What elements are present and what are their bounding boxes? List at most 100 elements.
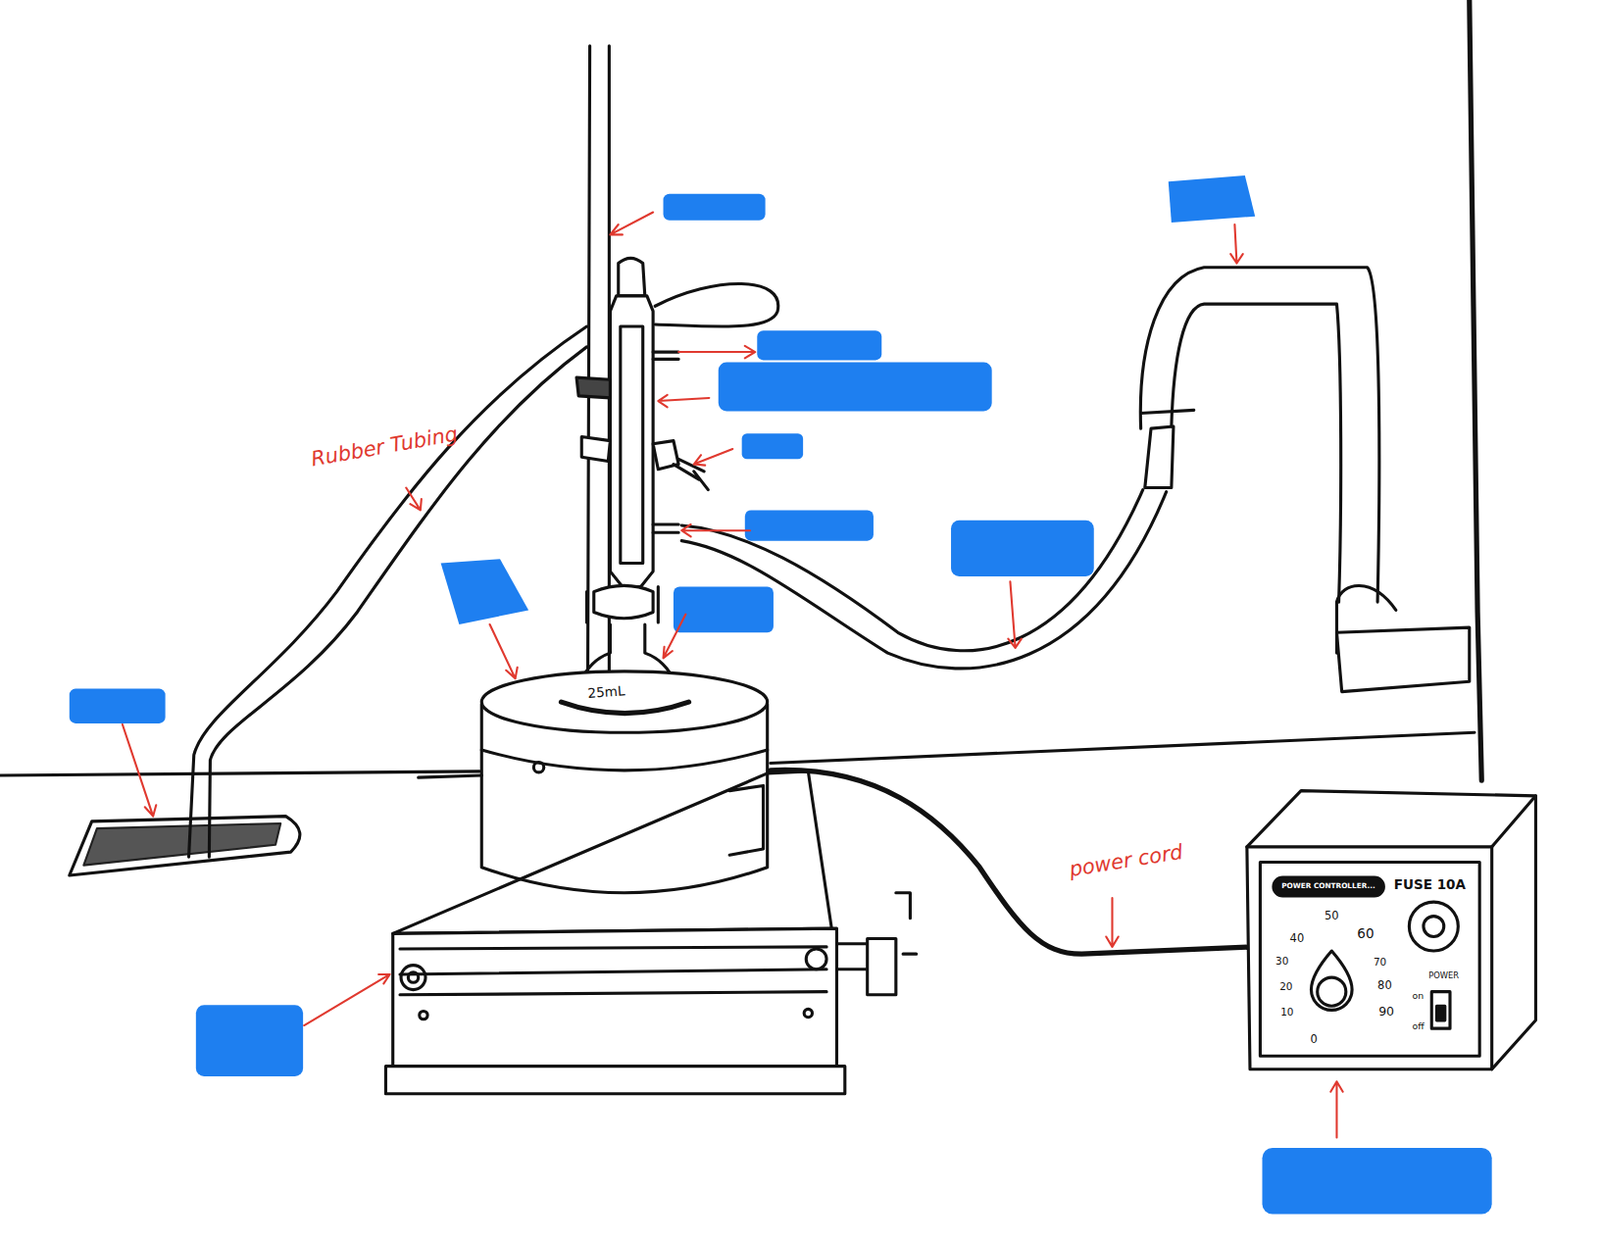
leader-arrow [122, 724, 156, 817]
redaction-box [742, 433, 803, 459]
dial-number: 40 [1290, 932, 1305, 944]
redaction-box [663, 194, 766, 221]
dial-number: 80 [1377, 979, 1393, 991]
redaction-box [69, 689, 166, 724]
part-label: power cord [1067, 841, 1185, 880]
leader-arrow [681, 524, 750, 537]
stir-plate [400, 965, 426, 991]
power-cord [770, 769, 1255, 954]
leader-arrow [1105, 898, 1118, 948]
flask [586, 586, 658, 622]
redaction-box [745, 509, 874, 541]
redaction-box [1168, 175, 1255, 223]
leader-arrow [122, 211, 1344, 1138]
condenser [652, 524, 679, 533]
heating-mantle [560, 701, 689, 713]
clamp [673, 458, 708, 490]
dial-number: 30 [1275, 955, 1289, 966]
stir-plate [400, 947, 827, 996]
wall [1469, 0, 1482, 781]
device-label: POWER CONTROLLER... [1281, 882, 1375, 890]
dial-number: 10 [1280, 1006, 1294, 1017]
device-label: FUSE 10A [1394, 877, 1466, 892]
stir-plate [393, 928, 838, 1067]
power-controller [1492, 796, 1537, 1070]
power-controller [1423, 916, 1445, 938]
condenser [652, 351, 679, 359]
leader-arrow [663, 614, 687, 659]
power-controller [1247, 791, 1537, 848]
drain [69, 816, 300, 876]
redaction-box [718, 361, 993, 411]
switch-label: off [1411, 1022, 1424, 1032]
stir-plate [419, 1010, 428, 1019]
redaction-box [756, 330, 882, 360]
clamp [576, 377, 610, 399]
redaction-box [441, 558, 530, 625]
leader-arrow [657, 395, 709, 407]
dial-number: 50 [1324, 909, 1340, 921]
stir-plate [803, 1008, 812, 1017]
redaction-box [673, 586, 774, 633]
leader-arrow [678, 346, 755, 358]
heating-mantle [481, 750, 767, 771]
water-tubing-right [681, 492, 1166, 669]
stir-plate [385, 771, 916, 1095]
leader-arrow [1007, 581, 1022, 649]
stir-plate [385, 1066, 845, 1095]
power-controller [1317, 977, 1347, 1006]
dial-number: 70 [1373, 956, 1387, 967]
rubber-tubing-left [654, 283, 779, 327]
stir-plate [836, 893, 916, 996]
clamp [581, 436, 610, 461]
power-controller [1259, 861, 1480, 1056]
heating-mantle [729, 785, 763, 855]
dial-number: 20 [1279, 981, 1293, 992]
condenser [609, 296, 653, 588]
power-controller [1436, 1005, 1445, 1021]
faucet [1335, 601, 1339, 653]
leader-arrow [1330, 1081, 1343, 1138]
power-controller [1310, 950, 1352, 1010]
heating-mantle [481, 671, 767, 733]
heating-mantle [533, 761, 544, 772]
redaction-box [1261, 1148, 1492, 1215]
dial-number: 90 [1378, 1004, 1395, 1017]
support-rod [588, 46, 591, 679]
dial-number: 60 [1356, 926, 1374, 941]
wall [1469, 0, 1482, 781]
clamp [576, 377, 708, 490]
stir-plate [407, 972, 418, 983]
leader-arrow [405, 488, 422, 511]
switch-label: POWER [1428, 972, 1459, 981]
power-controller [1431, 992, 1450, 1029]
condenser [620, 326, 644, 563]
stir-plate [805, 949, 827, 970]
drain [69, 816, 300, 876]
redaction-box [196, 1004, 303, 1077]
water-tubing-right [1145, 426, 1174, 488]
power-controller [1247, 791, 1537, 1070]
water-tubing-right [1141, 409, 1195, 413]
condenser [618, 257, 646, 297]
flask [594, 585, 653, 618]
leader-arrow [1230, 224, 1243, 264]
leader-arrow [303, 974, 390, 1026]
faucet [1336, 586, 1396, 611]
power-controller [1247, 847, 1493, 1070]
redaction-box [69, 175, 1493, 1215]
switch-label: on [1411, 992, 1424, 1001]
power-cord [770, 769, 1255, 954]
heating-mantle [481, 671, 767, 894]
power-controller [1408, 901, 1458, 951]
support-rod [588, 46, 610, 679]
water-tubing-right [1140, 267, 1380, 602]
faucet [1336, 627, 1469, 693]
stir-plate [393, 771, 833, 934]
power-controller [1273, 877, 1384, 897]
bench-line [770, 732, 1475, 763]
leader-arrow [490, 624, 518, 679]
water-tubing-right [681, 267, 1380, 669]
faucet [1336, 586, 1469, 693]
